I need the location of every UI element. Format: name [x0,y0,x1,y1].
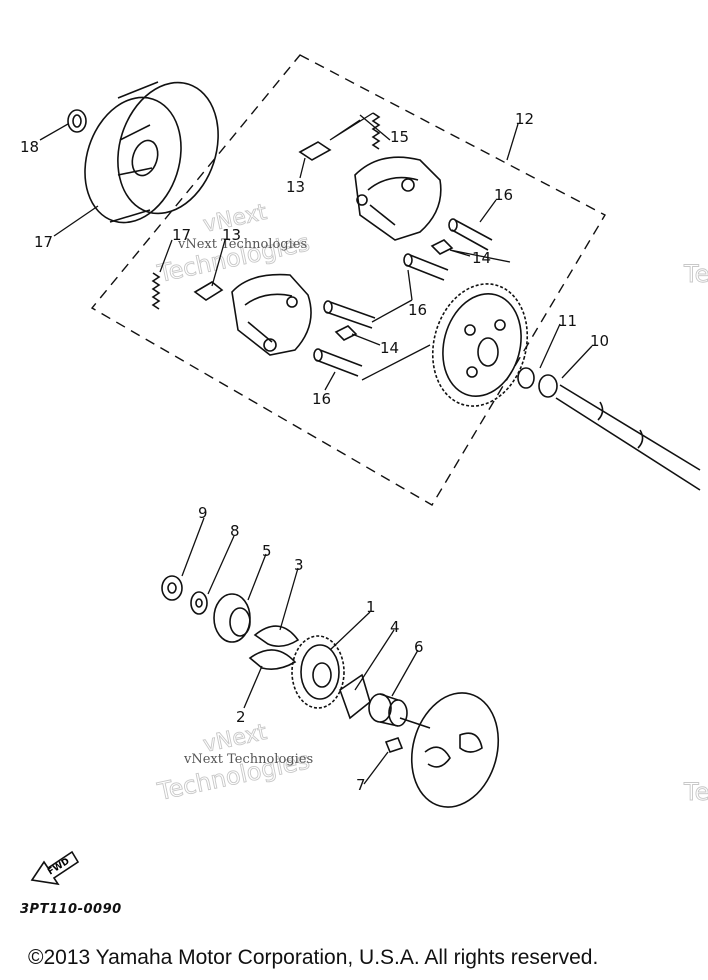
fwd-arrow-icon: FWD [30,850,80,886]
clutch-housing [84,81,219,224]
callout-17b: 17 [172,226,191,244]
callout-15: 15 [390,128,409,146]
washer-11 [517,367,535,389]
callout-14a: 14 [472,249,491,267]
callout-7: 7 [356,776,366,794]
pin-16c [323,300,376,329]
callout-16b: 16 [408,301,427,319]
key-7 [384,737,404,753]
nut-9 [161,575,183,601]
shaft [555,384,701,491]
clip-3 [248,625,300,670]
spring-holder-13a [298,141,332,161]
clutch-shoe-lower [231,273,312,356]
watermark-edge: Te [683,778,708,806]
callout-8: 8 [230,522,240,540]
callout-3: 3 [294,556,304,574]
leader-lines [39,112,593,785]
callout-17: 17 [34,233,53,251]
collar-14a [430,239,454,255]
callout-1: 1 [366,598,376,616]
gear-1 [291,635,345,709]
spring-holder-13b [193,281,224,301]
watermark-caption: vNext Technologies [183,752,313,767]
spring-17 [151,272,161,310]
watermark-caption: vNext Technologies [177,237,307,252]
callout-18: 18 [20,138,39,156]
watermark-edge: Te [683,260,708,288]
callout-13a: 13 [286,178,305,196]
callout-14b: 14 [380,339,399,357]
pin-16d [313,348,363,377]
callout-16a: 16 [494,186,513,204]
spring-15 [371,112,381,150]
collar-14b [334,325,358,341]
plate-4 [339,673,371,720]
clutch-carrier [399,692,500,808]
callout-2: 2 [236,708,246,726]
watermark-bottom: vNext Technologies vNext Technologies [154,720,313,807]
primary-driven-gear [431,283,529,407]
callout-6: 6 [414,638,424,656]
callout-13b: 13 [222,226,241,244]
bushing-6 [368,693,408,727]
callout-12: 12 [515,110,534,128]
copyright-notice: ©2013 Yamaha Motor Corporation, U.S.A. A… [28,946,599,969]
callout-5: 5 [262,542,272,560]
pin-16a [448,218,493,251]
circlip-10 [538,374,558,398]
callout-11: 11 [558,312,577,330]
one-way-clutch-5 [213,593,251,643]
clutch-shoe-upper [354,156,442,241]
washer-8 [190,591,208,615]
washer-18 [67,109,87,133]
diagram-code: 3PT110-0090 [20,902,122,917]
callout-9: 9 [198,504,208,522]
callout-4: 4 [390,618,400,636]
assembly-boundary [90,54,606,506]
callout-10: 10 [590,332,609,350]
pin-16b [403,253,449,281]
callout-16c: 16 [312,390,331,408]
